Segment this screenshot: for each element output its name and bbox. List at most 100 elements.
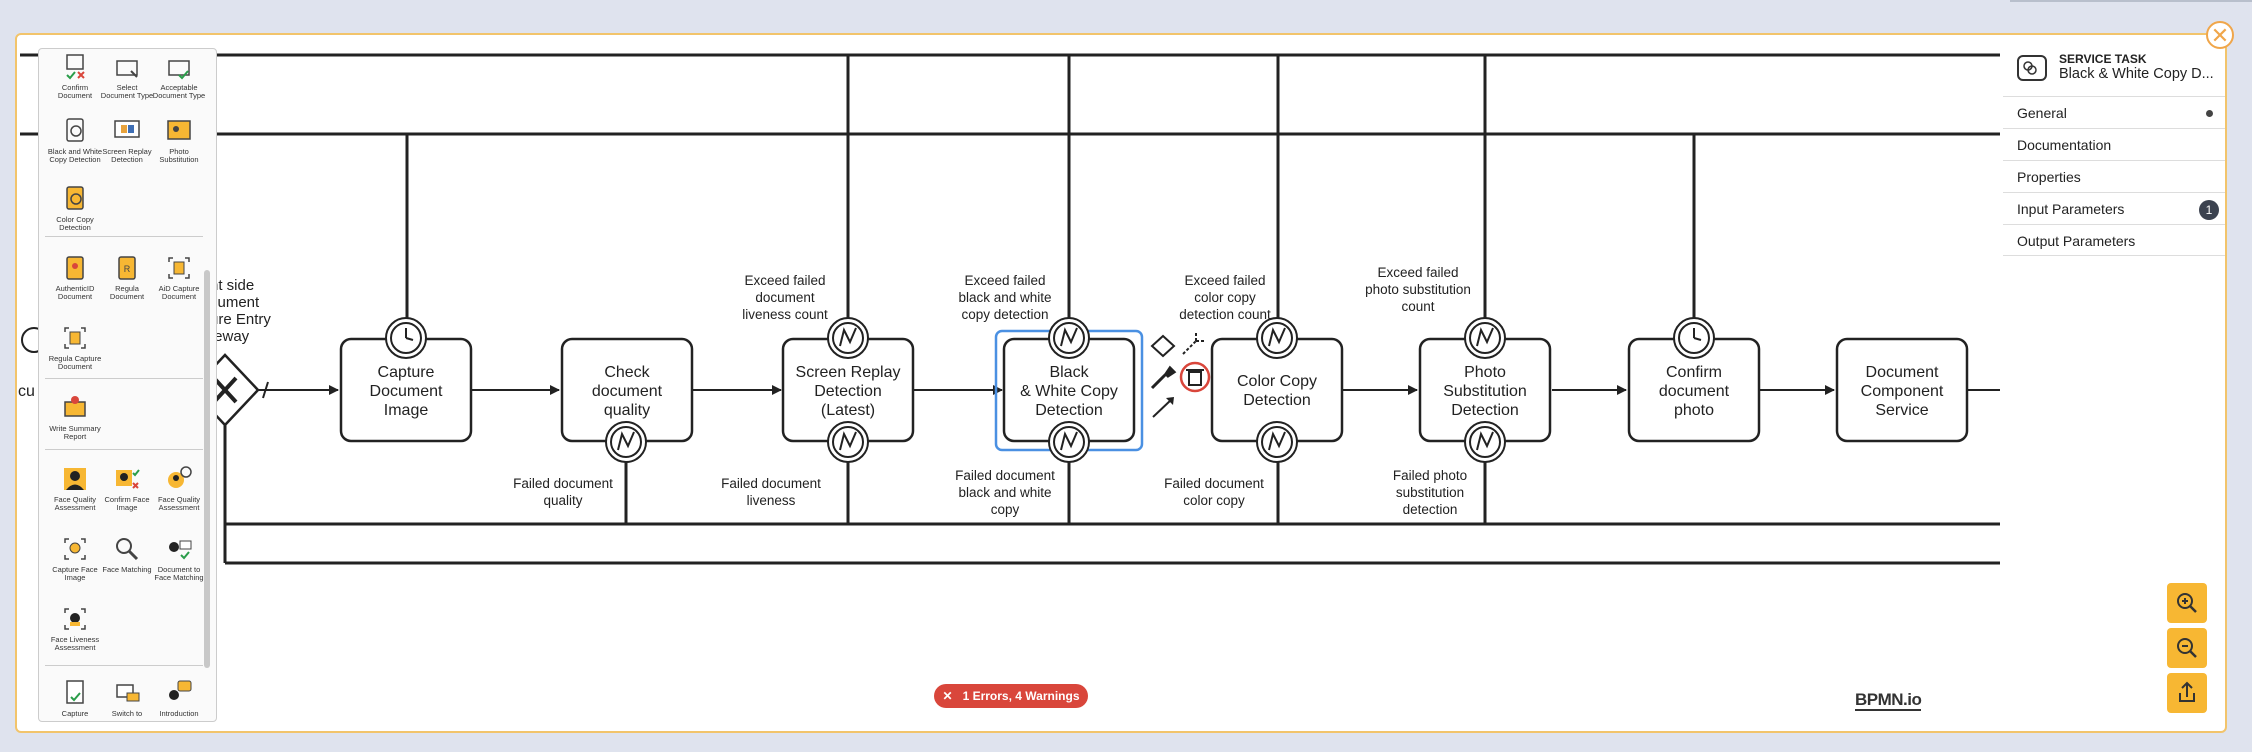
group-general[interactable]: General: [2003, 96, 2225, 128]
palette-item[interactable]: Black and White Copy Detection: [47, 117, 103, 164]
color-copy-icon: [61, 185, 89, 213]
palette-scrollbar[interactable]: [204, 270, 210, 668]
face-quality-2-icon: [165, 465, 193, 493]
properties-header: SERVICE TASK Black & White Copy D...: [2003, 46, 2225, 96]
wrench-icon[interactable]: [1150, 365, 1177, 390]
context-pad: [1150, 333, 1211, 418]
palette-item[interactable]: Acceptable Document Type: [151, 53, 207, 100]
timer-event-icon[interactable]: [1673, 317, 1715, 359]
authenticid-document-icon: [61, 254, 89, 282]
face-liveness-icon: [61, 605, 89, 633]
error-event-icon[interactable]: [1256, 421, 1298, 463]
error-event-icon[interactable]: [827, 421, 869, 463]
palette-item[interactable]: Face Matching: [99, 535, 155, 574]
bpmn-io-logo[interactable]: BPMN.io: [1855, 690, 1922, 711]
palette-item[interactable]: Introduction: [151, 679, 207, 718]
export-button[interactable]: [2167, 673, 2207, 713]
error-event-icon[interactable]: [827, 317, 869, 359]
palette-item[interactable]: Face Liveness Assessment: [47, 605, 103, 652]
group-output-parameters[interactable]: Output Parameters: [2003, 224, 2225, 256]
group-documentation[interactable]: Documentation: [2003, 128, 2225, 160]
palette-separator: [45, 665, 203, 666]
palette-item[interactable]: Color Copy Detection: [47, 185, 103, 232]
photo-substitution-icon: [165, 117, 193, 145]
append-association-icon[interactable]: [1182, 333, 1204, 355]
group-properties[interactable]: Properties: [2003, 160, 2225, 192]
palette-item[interactable]: Screen Replay Detection: [99, 117, 155, 164]
top-strip: [2010, 0, 2252, 2]
palette: Confirm Document Select Document Type Ac…: [38, 48, 217, 722]
palette-item[interactable]: Write Summary Report: [47, 394, 103, 441]
connect-icon[interactable]: [1152, 398, 1173, 418]
face-quality-icon: [61, 465, 89, 493]
confirm-document-icon: [61, 53, 89, 81]
palette-item[interactable]: Confirm Face Image: [99, 465, 155, 512]
palette-item[interactable]: Photo Substitution: [151, 117, 207, 164]
select-document-type-icon: [113, 53, 141, 81]
palette-item[interactable]: Capture: [47, 679, 103, 718]
errors-warnings-badge[interactable]: ✕1 Errors, 4 Warnings: [934, 684, 1088, 708]
palette-item[interactable]: Face Quality Assessment: [151, 465, 207, 512]
black-white-copy-icon: [61, 117, 89, 145]
zoom-out-button[interactable]: [2167, 628, 2207, 668]
flow-lines: [20, 53, 2000, 565]
palette-item[interactable]: Document to Face Matching: [151, 535, 207, 582]
palette-item[interactable]: Switch to: [99, 679, 155, 718]
error-event-icon[interactable]: [1256, 317, 1298, 359]
count-badge: 1: [2199, 200, 2219, 220]
palette-item[interactable]: Confirm Document: [47, 53, 103, 100]
delete-icon[interactable]: [1179, 361, 1211, 393]
element-type: SERVICE TASK: [2059, 52, 2147, 66]
error-event-icon[interactable]: [605, 421, 647, 463]
zoom-in-button[interactable]: [2167, 583, 2207, 623]
bpmn-canvas[interactable]: nt side cument ure Entry teway cu Captur…: [0, 0, 2000, 752]
error-event-icon[interactable]: [1464, 317, 1506, 359]
palette-item[interactable]: AuthenticID Document: [47, 254, 103, 301]
share-icon: [2179, 681, 2195, 702]
error-event-icon[interactable]: [1464, 421, 1506, 463]
palette-item[interactable]: Select Document Type: [99, 53, 155, 100]
error-event-icon[interactable]: [1048, 317, 1090, 359]
palette-item[interactable]: Face Quality Assessment: [47, 465, 103, 512]
screen-replay-icon: [113, 117, 141, 145]
regula-capture-icon: [61, 324, 89, 352]
partial-task-label: cu: [18, 383, 35, 400]
palette-item[interactable]: Regula Capture Document: [47, 324, 103, 371]
aid-capture-icon: [165, 254, 193, 282]
svg-text:R: R: [124, 264, 131, 274]
doc-face-matching-icon: [165, 535, 193, 563]
palette-item[interactable]: AiD Capture Document: [151, 254, 207, 301]
acceptable-document-type-icon: [165, 53, 193, 81]
append-gateway-icon[interactable]: [1150, 334, 1176, 358]
capture-face-icon: [61, 535, 89, 563]
element-name: Black & White Copy D...: [2059, 66, 2214, 82]
capture-icon: [61, 679, 89, 707]
service-task-icon: [2017, 55, 2047, 81]
palette-item[interactable]: Capture Face Image: [47, 535, 103, 582]
error-event-icon[interactable]: [1048, 421, 1090, 463]
summary-report-icon: [61, 394, 89, 422]
close-button[interactable]: ✕: [2206, 21, 2234, 49]
timer-event-icon[interactable]: [385, 317, 427, 359]
